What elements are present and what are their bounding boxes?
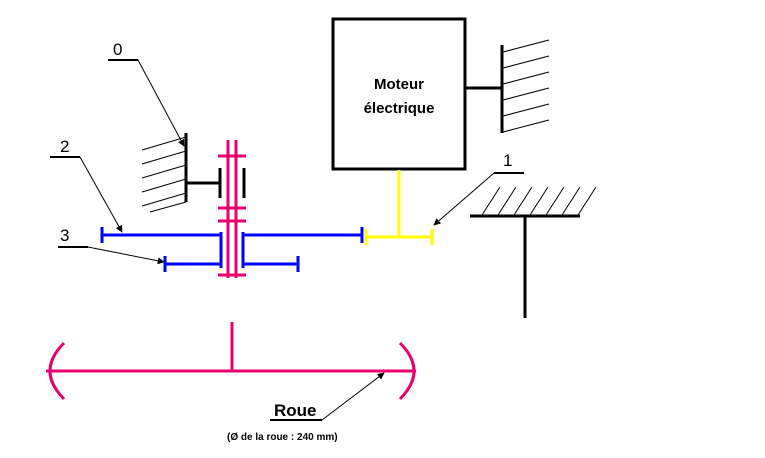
leader-0 [137, 59, 185, 147]
frame-0-hatching [141, 136, 187, 213]
leader-1 [433, 172, 495, 226]
motor-box [331, 17, 467, 171]
label-0: 0 [113, 40, 122, 59]
motor-group: Moteur électrique [331, 17, 550, 171]
right-frame-group [470, 186, 597, 318]
leader-roue [321, 372, 385, 421]
leader-3 [87, 246, 165, 265]
label-3: 3 [60, 226, 69, 245]
frame-0-group [141, 133, 246, 213]
label-1: 1 [503, 151, 512, 170]
shaft-3-group [163, 256, 300, 272]
wheel-group [46, 322, 416, 401]
wheel-left-rim [48, 341, 66, 401]
leader-2 [79, 156, 123, 233]
motor-label-line2: électrique [364, 100, 435, 117]
wheel-label: Roue [274, 401, 317, 420]
shaft-2-group [100, 227, 364, 268]
gear-group [218, 140, 246, 278]
leader-lines [50, 59, 524, 421]
motor-label-line1: Moteur [374, 76, 424, 93]
right-frame-hatching [481, 186, 597, 216]
motor-frame-hatching [502, 39, 550, 133]
wheel-right-rim [398, 341, 416, 401]
label-2: 2 [60, 137, 69, 156]
wheel-diameter-note: (Ø de la roue : 240 mm) [227, 432, 338, 443]
coupling-1-group [364, 170, 434, 245]
